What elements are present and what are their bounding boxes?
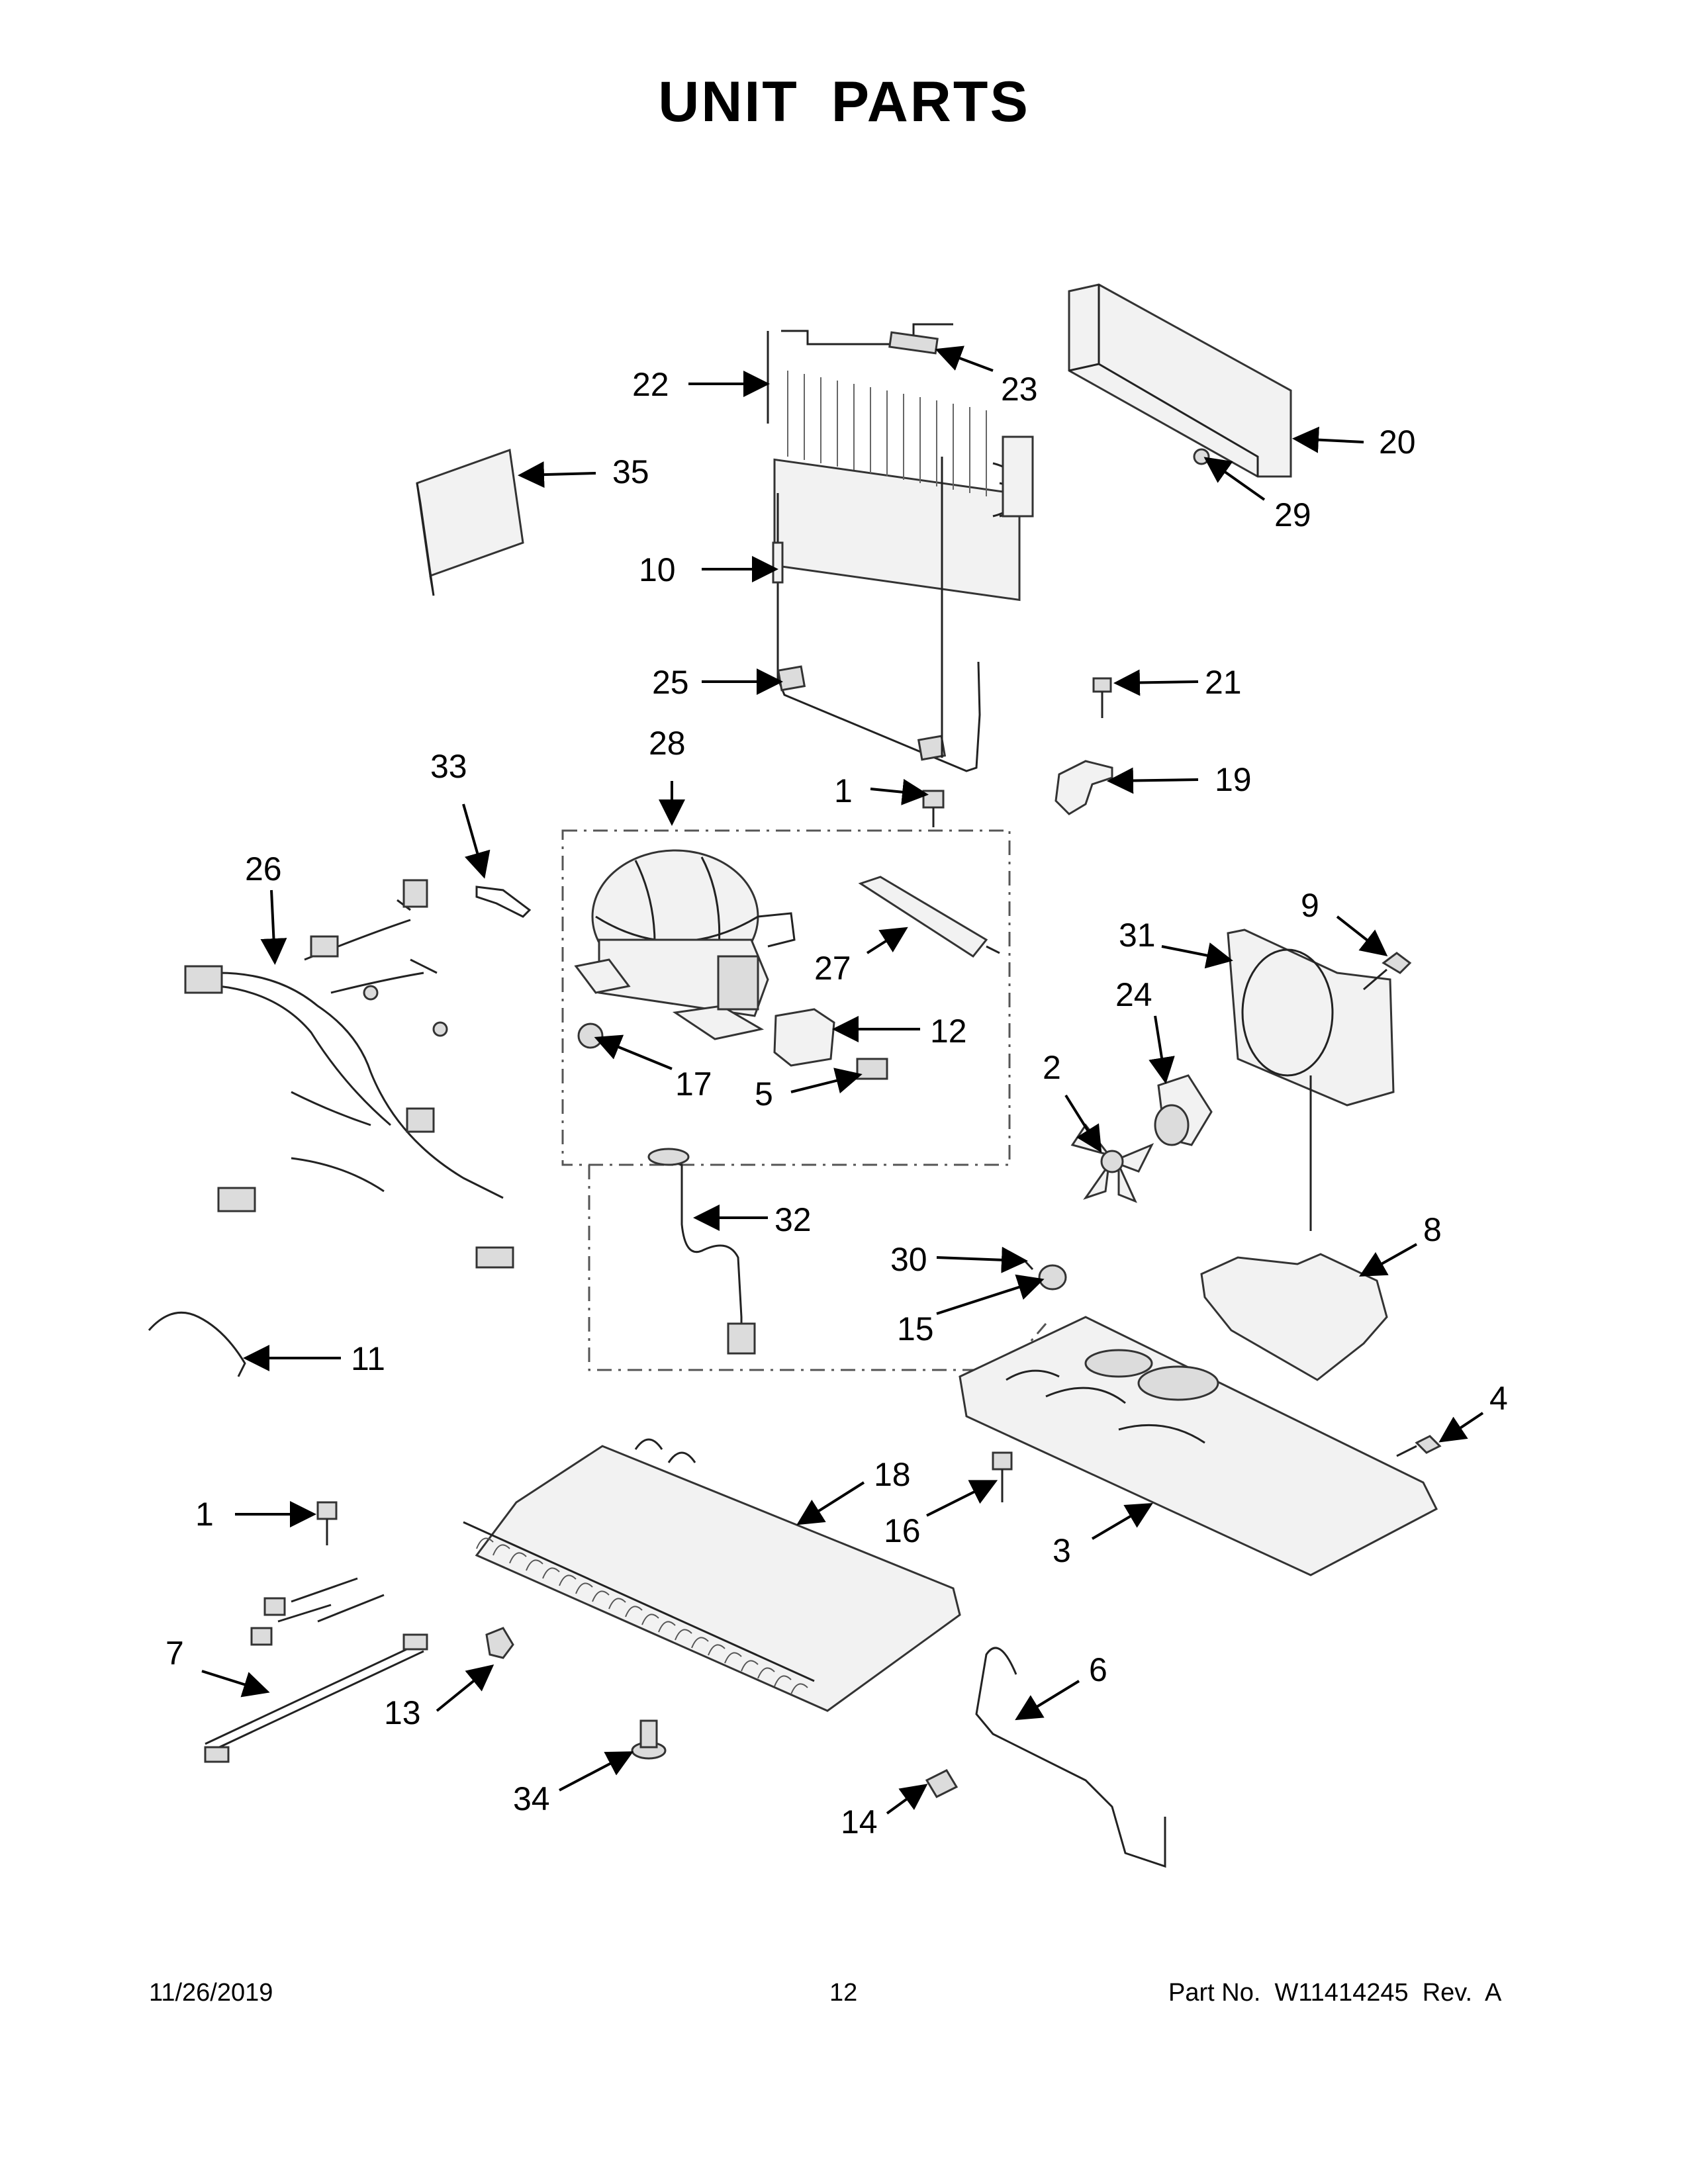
- compressor-leader: [588, 1165, 1047, 1371]
- callout-21: 21: [1205, 664, 1242, 701]
- part-20-cover: [1068, 283, 1292, 478]
- callout-14: 14: [841, 1803, 878, 1841]
- callout-13: 13: [384, 1694, 421, 1731]
- callout-3: 3: [1053, 1532, 1071, 1569]
- part-3-base-plate: [959, 1316, 1438, 1576]
- callout-32: 32: [774, 1201, 812, 1238]
- callout-19: 19: [1215, 761, 1252, 798]
- footer-part-number: Part No. W11414245 Rev. A: [1168, 1979, 1502, 2007]
- callout-23: 23: [1001, 371, 1038, 408]
- callout-27: 27: [814, 950, 851, 987]
- part-21-screw: [1092, 677, 1112, 718]
- part-11-wire: [148, 1311, 246, 1377]
- part-1-screw-upper: [922, 790, 945, 827]
- footer-page-number: 12: [829, 1979, 858, 2007]
- callout-11: 11: [351, 1340, 385, 1377]
- callout-29: 29: [1274, 496, 1311, 533]
- part-27-drier: [858, 876, 1000, 958]
- callout-18: 18: [874, 1456, 911, 1493]
- part-17-grommet: [577, 1023, 604, 1049]
- part-4-screw: [1396, 1435, 1442, 1457]
- part-8-bracket: [1200, 1253, 1388, 1381]
- callout-5: 5: [755, 1075, 773, 1113]
- part-2-fan-blade: [1070, 1123, 1154, 1203]
- part-33: [475, 886, 532, 918]
- part-29: [1193, 448, 1210, 465]
- callout-1-lower: 1: [195, 1496, 214, 1533]
- part-18-condenser: [463, 1438, 961, 1712]
- callout-30: 30: [890, 1241, 927, 1278]
- callout-15: 15: [897, 1310, 934, 1347]
- part-6-tube: [975, 1647, 1166, 1868]
- callout-9: 9: [1301, 887, 1319, 924]
- callout-17: 17: [675, 1066, 712, 1103]
- callout-24: 24: [1115, 976, 1152, 1013]
- callout-arrows: [201, 345, 1484, 1815]
- part-23: [888, 331, 939, 355]
- callout-33: 33: [430, 748, 467, 785]
- part-30-pin: [1023, 1259, 1034, 1271]
- part-12-relay: [773, 1008, 835, 1067]
- callout-10: 10: [639, 551, 676, 588]
- callout-2: 2: [1043, 1049, 1061, 1086]
- callout-34: 34: [513, 1780, 550, 1817]
- callout-25: 25: [652, 664, 689, 701]
- part-1-screw-lower: [316, 1501, 338, 1545]
- callout-12: 12: [930, 1013, 967, 1050]
- callout-35: 35: [612, 453, 649, 490]
- part-35-board: [416, 448, 524, 596]
- part-13-clip: [485, 1627, 514, 1659]
- part-14-sleeve: [925, 1769, 959, 1798]
- part-5-overload: [856, 1058, 888, 1080]
- callout-31: 31: [1119, 917, 1156, 954]
- callout-7: 7: [165, 1635, 184, 1672]
- callout-28: 28: [649, 725, 686, 762]
- callout-1-upper: 1: [834, 772, 853, 809]
- callout-8: 8: [1423, 1211, 1442, 1248]
- page-title: UNIT PARTS: [658, 70, 1030, 134]
- compressor-part: [574, 849, 796, 1040]
- part-24-fan-motor: [1154, 1074, 1213, 1146]
- callout-26: 26: [245, 850, 282, 887]
- part-16-screw: [992, 1451, 1013, 1502]
- part-32-tube: [655, 1157, 743, 1343]
- part-31-shroud: [1227, 929, 1395, 1231]
- part-9-screw: [1363, 952, 1412, 991]
- part-26-harness: [184, 879, 514, 1269]
- callout-labels: 22 23 20 29 35 10 25 21 19 28 33 1 26 27…: [165, 366, 1508, 1841]
- part-15-grommet: [1038, 1264, 1067, 1291]
- footer-date: 11/26/2019: [149, 1979, 273, 2007]
- callout-22: 22: [632, 366, 669, 403]
- callout-6: 6: [1089, 1651, 1107, 1688]
- callout-16: 16: [884, 1512, 921, 1549]
- compressor-group-box: [561, 829, 1011, 1166]
- callout-20: 20: [1379, 424, 1416, 461]
- evaporator-part: [767, 323, 1034, 602]
- part-19-bracket: [1055, 760, 1113, 815]
- callout-4: 4: [1489, 1380, 1508, 1417]
- part-7-heater: [204, 1577, 428, 1763]
- part-34-fitting: [631, 1719, 667, 1760]
